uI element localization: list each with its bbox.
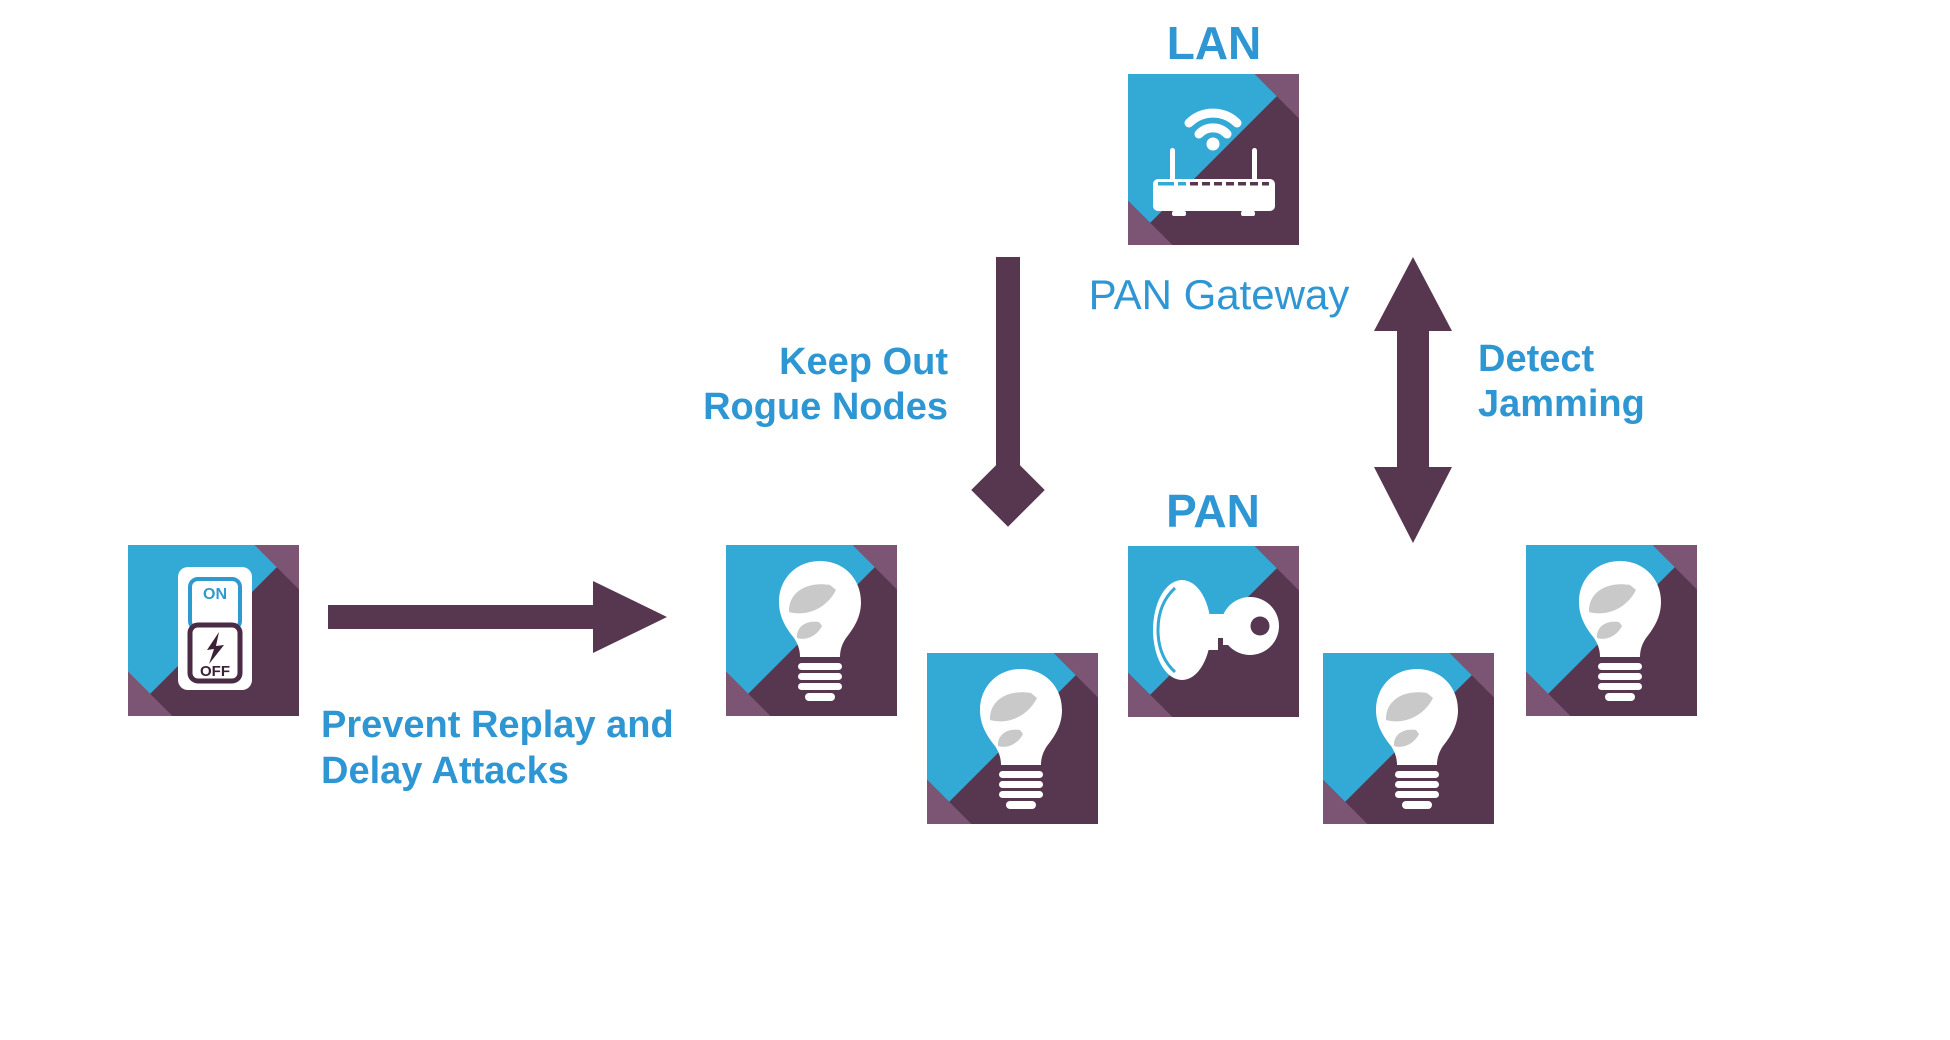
lightning-bolt-icon — [207, 632, 224, 664]
arrow-shaft — [328, 605, 595, 629]
arrow-shaft — [1397, 325, 1429, 475]
arrow-head — [971, 453, 1045, 527]
keep-out-line1: Keep Out — [779, 341, 948, 383]
keep-out-rogue-nodes-label: Keep Out Rogue Nodes — [608, 340, 948, 430]
pan-security-node — [1128, 546, 1299, 717]
smart-bulb-node-2 — [927, 653, 1098, 824]
detect-jamming-label: Detect Jamming — [1478, 337, 1645, 427]
keep-out-line2: Rogue Nodes — [703, 386, 948, 428]
lan-label: LAN — [1166, 17, 1262, 69]
arrow-head-up — [1374, 257, 1452, 331]
eco-lightbulb-icon — [980, 669, 1062, 809]
down-arrow — [971, 257, 1045, 529]
smart-bulb-node-3 — [1323, 653, 1494, 824]
prevent-line1: Prevent Replay and — [321, 704, 674, 746]
arrow-shaft — [996, 257, 1020, 469]
eco-lightbulb-icon — [779, 561, 861, 701]
prevent-replay-delay-label: Prevent Replay and Delay Attacks — [321, 702, 674, 794]
right-arrow — [328, 581, 667, 653]
switch-off-text: OFF — [200, 663, 230, 680]
prevent-line2: Delay Attacks — [321, 750, 569, 792]
arrow-head-down — [1374, 467, 1452, 543]
detect-line1: Detect — [1478, 338, 1595, 380]
arrow-head — [593, 581, 667, 653]
wifi-router-icon — [1153, 108, 1275, 216]
key-icon — [1153, 580, 1279, 680]
pan-gateway-label: PAN Gateway — [1088, 271, 1350, 318]
eco-lightbulb-icon — [1376, 669, 1458, 809]
pan-label: PAN — [1166, 485, 1260, 537]
switch-on-text: ON — [203, 586, 227, 603]
light-switch-node: ON OFF — [128, 545, 299, 716]
smart-bulb-node-1 — [726, 545, 897, 716]
detect-line2: Jamming — [1478, 383, 1645, 425]
double-vertical-arrow — [1374, 257, 1452, 543]
smart-bulb-node-4 — [1526, 545, 1697, 716]
pan-gateway-node — [1128, 74, 1299, 245]
on-off-switch-icon: ON OFF — [178, 567, 252, 690]
eco-lightbulb-icon — [1579, 561, 1661, 701]
